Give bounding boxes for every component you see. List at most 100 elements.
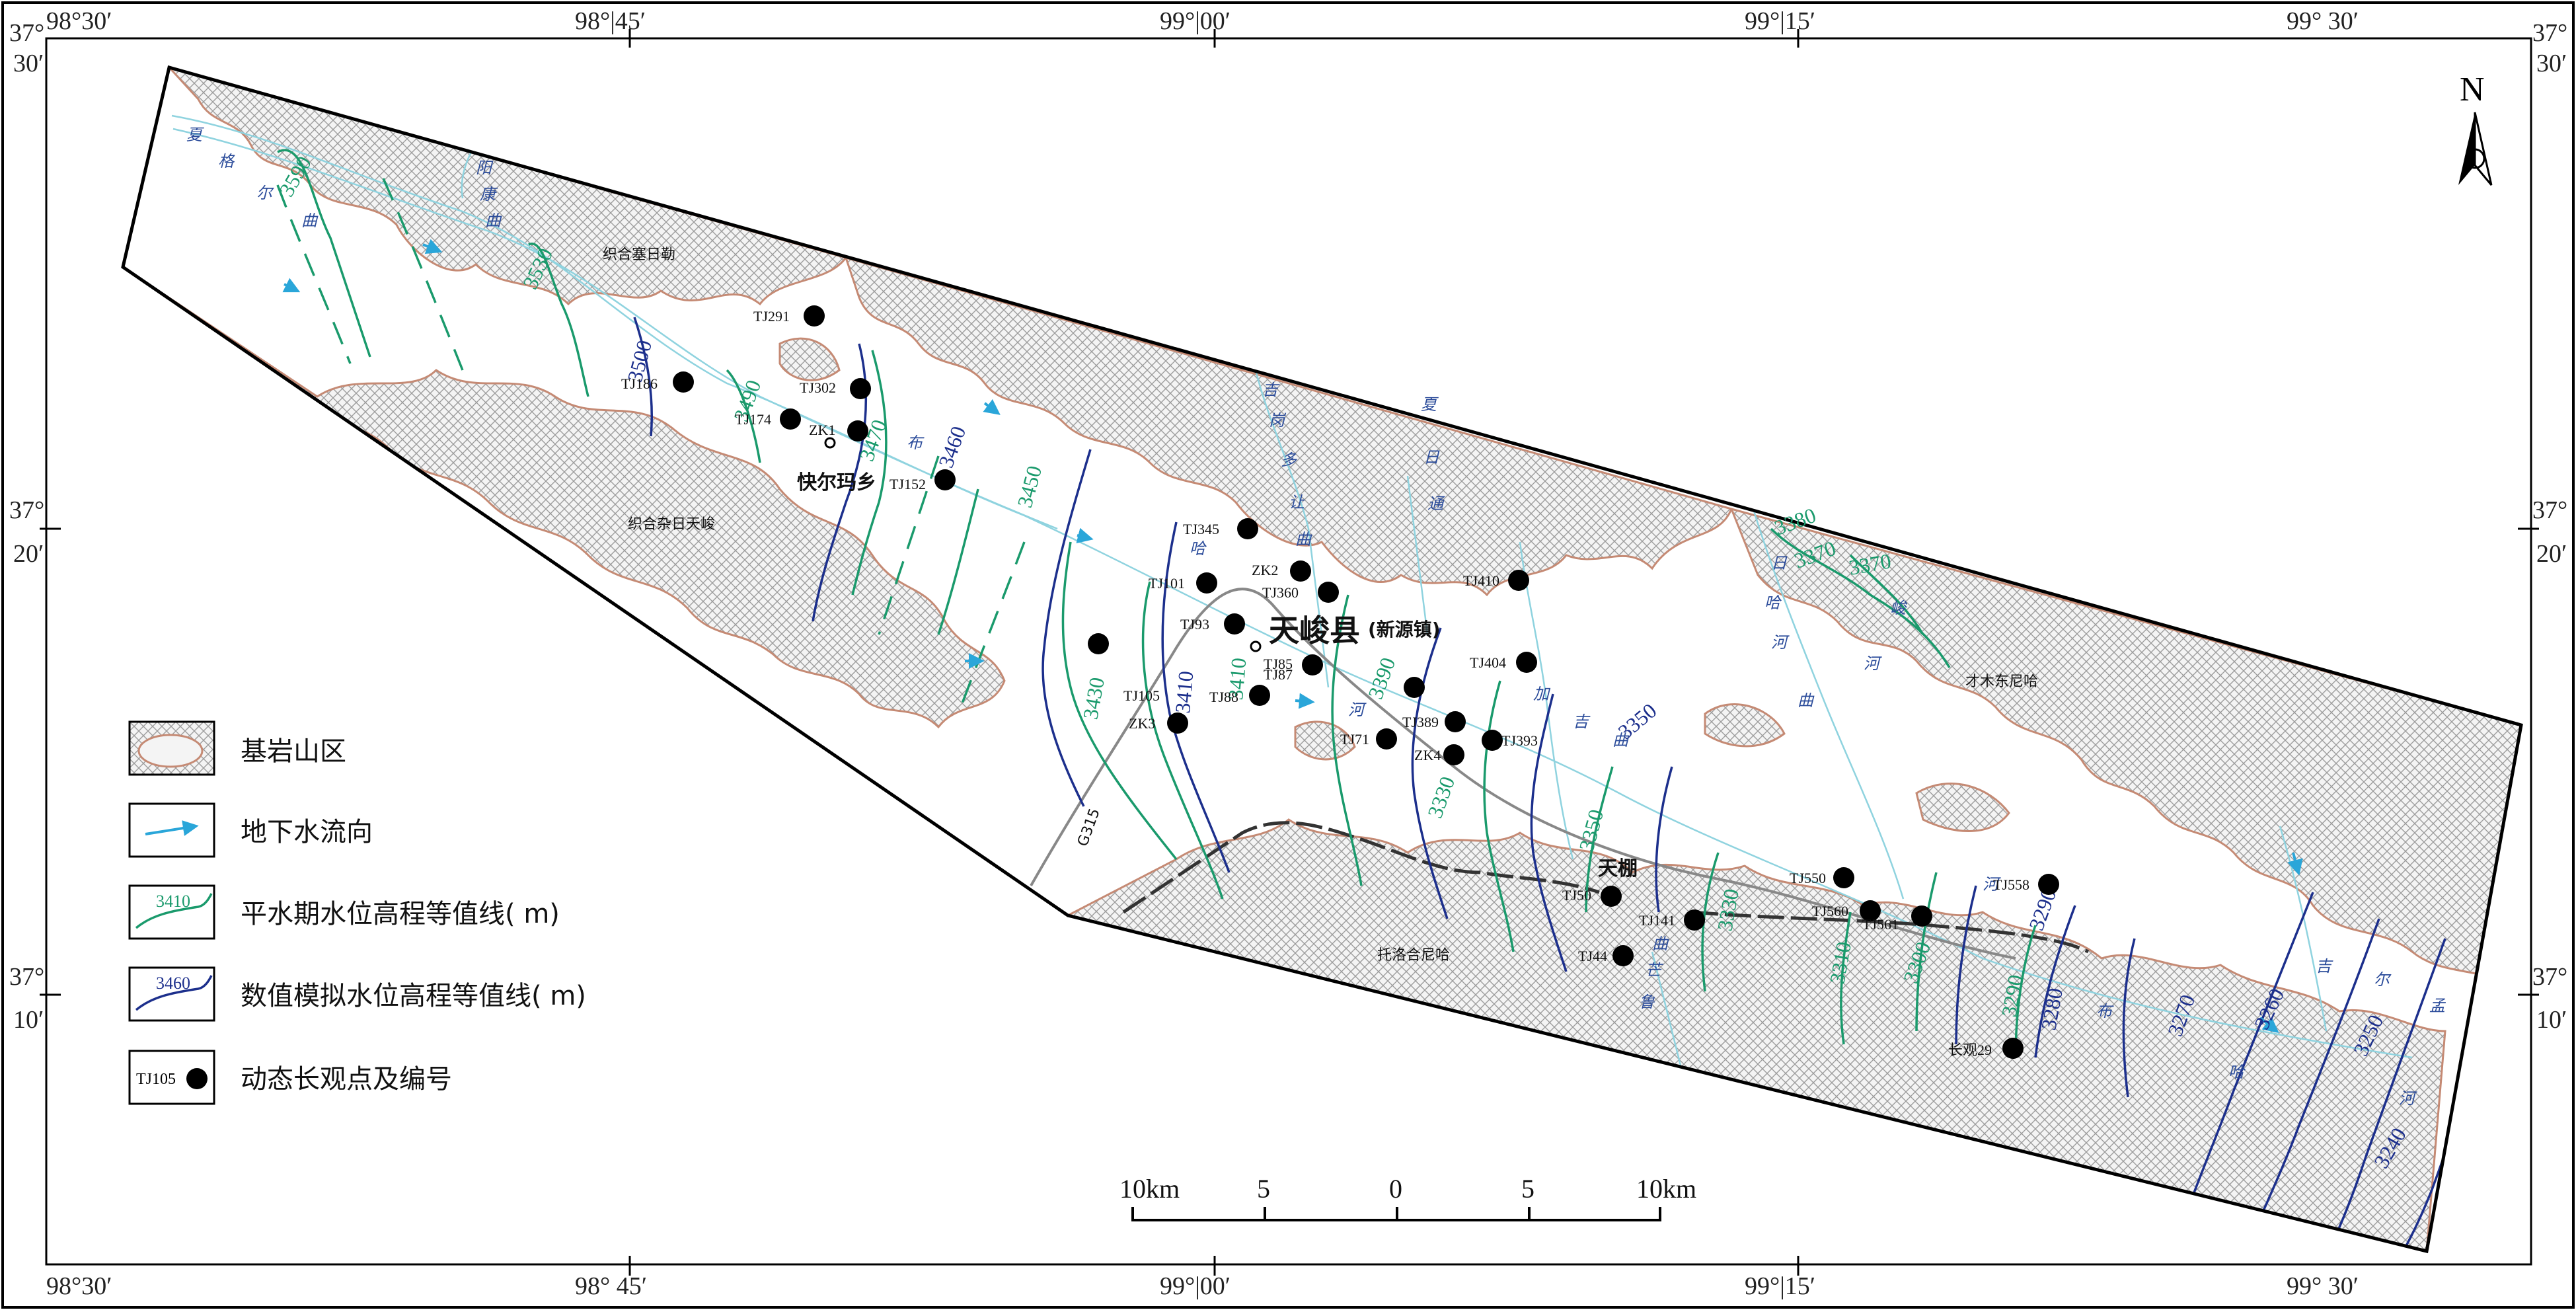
map-inner-frame — [45, 37, 2532, 1266]
bedrock-islands — [778, 337, 2010, 832]
legend: 基岩山区 地下水流向 3410 平水期水位高程等值线( m) 3460 数值模拟… — [128, 720, 586, 1105]
river-char: 夏 — [1421, 395, 1439, 414]
river-char: 峻 — [1890, 599, 1908, 617]
well-label: TJ50 — [1562, 887, 1591, 904]
well-label: ZK3 — [1129, 715, 1155, 732]
contour-3410: 3410 — [1223, 657, 1250, 701]
well-label: TJ560 — [1812, 903, 1848, 919]
river-char: 孟 — [2429, 997, 2446, 1015]
well-point — [1318, 582, 1339, 603]
mountain-label-1: 织合塞日勒 — [603, 247, 675, 263]
legend-sample-green: 3410 — [156, 892, 190, 911]
top-ticks — [40, 29, 2539, 1276]
well-label: TJ88 — [1209, 689, 1238, 705]
well-label: TJ105 — [1123, 687, 1160, 704]
well-point — [847, 420, 868, 442]
river-char: 芒 — [1646, 961, 1664, 980]
lon-top-4: 99°|15′ — [1745, 7, 1815, 35]
scale-bar: 10km 5 0 5 10km — [1119, 1174, 1696, 1221]
river-char: 吉 — [1573, 713, 1591, 731]
well-point — [850, 378, 871, 399]
lat-left-2a: 37° — [9, 496, 44, 524]
well-point — [1196, 572, 1217, 594]
river-char: 格 — [218, 152, 235, 171]
contour-3410: 3410 — [1170, 670, 1197, 714]
well-point — [1167, 713, 1188, 734]
well-point — [1376, 728, 1397, 750]
well-label: TJ93 — [1180, 616, 1209, 633]
lat-left-3b: 10′ — [13, 1006, 44, 1034]
green-contours-dashed — [276, 178, 1026, 714]
river-char: 吉 — [1262, 381, 1280, 399]
legend-label-flow: 地下水流向 — [241, 817, 373, 847]
river-char: 哈 — [1190, 539, 1207, 558]
river-char: 康 — [480, 185, 498, 204]
lon-top-5: 99° 30′ — [2287, 7, 2359, 35]
lon-top-1: 98°30′ — [46, 7, 112, 35]
well-point — [1911, 905, 1932, 927]
well-point — [1445, 711, 1466, 732]
river-char: 河 — [1771, 633, 1790, 652]
well-label: TJ44 — [1578, 948, 1607, 964]
well-point — [1601, 886, 1622, 907]
river-char: 鲁 — [1639, 993, 1655, 1011]
river-char: 布 — [2096, 1002, 2114, 1021]
well-point — [1860, 900, 1881, 921]
well-point — [1224, 613, 1245, 635]
river-char: 哈 — [2228, 1063, 2246, 1081]
well-point — [1612, 945, 1634, 966]
river-char: 吉 — [2316, 957, 2333, 976]
lon-bottom-3: 99°|00′ — [1160, 1272, 1231, 1300]
well-point — [1482, 730, 1503, 751]
well-point — [1684, 909, 1705, 931]
river-char: 布 — [907, 434, 925, 452]
legend-sample-well: TJ105 — [136, 1071, 176, 1088]
well-label: TJ393 — [1501, 732, 1538, 749]
well-point — [1237, 518, 1258, 539]
well-point — [1290, 560, 1311, 582]
river-char: 曲 — [1295, 530, 1312, 549]
well-label: TJ558 — [1993, 876, 2029, 893]
well-label: TJ174 — [735, 411, 771, 428]
well-label: TJ152 — [890, 476, 926, 492]
scale-label: 0 — [1389, 1174, 1402, 1204]
river-char: 曲 — [301, 212, 319, 230]
river-char: 曲 — [485, 212, 502, 230]
river-char: 让 — [1289, 493, 1305, 512]
well-label: ZK4 — [1414, 747, 1441, 763]
river-char: 日 — [1771, 554, 1788, 572]
river-char: 通 — [1427, 494, 1445, 513]
legend-label-green: 平水期水位高程等值线( m) — [241, 899, 560, 929]
legend-sample-blue: 3460 — [156, 974, 190, 993]
well-point — [1516, 652, 1537, 673]
county-label: 天峻县 — [1269, 613, 1360, 648]
mountain-label-4: 托洛合尼哈 — [1377, 947, 1450, 964]
river-char: 哈 — [1764, 594, 1782, 612]
well-label: TJ360 — [1262, 584, 1299, 601]
legend-label-well: 动态长观点及编号 — [241, 1064, 452, 1095]
well-point — [1302, 654, 1323, 675]
county-seat-icon — [1250, 640, 1262, 652]
observation-wells — [673, 305, 2059, 1059]
well-point — [1508, 570, 1529, 591]
river-char: 尔 — [2374, 970, 2392, 989]
well-point — [780, 408, 801, 430]
well-point — [673, 371, 694, 393]
scale-label: 5 — [1521, 1174, 1534, 1204]
kuaierma-label: 快尔玛乡 — [797, 471, 876, 494]
well-point — [804, 305, 825, 327]
well-label: TJ101 — [1149, 575, 1185, 592]
well-point — [1088, 633, 1109, 654]
river-char: 河 — [1864, 654, 1882, 673]
well-label: TJ389 — [1402, 714, 1439, 730]
scale-label: 5 — [1257, 1174, 1270, 1204]
well-point — [2038, 874, 2059, 895]
river-char: 曲 — [1798, 691, 1815, 710]
well-label: ZK2 — [1252, 562, 1278, 578]
river-char: 加 — [1533, 685, 1551, 703]
river-char: 岗 — [1269, 411, 1287, 430]
lon-bottom-1: 98°30′ — [46, 1272, 112, 1300]
well-label: 长观29 — [1948, 1042, 1992, 1058]
tianpeng-label: 天棚 — [1598, 857, 1638, 880]
